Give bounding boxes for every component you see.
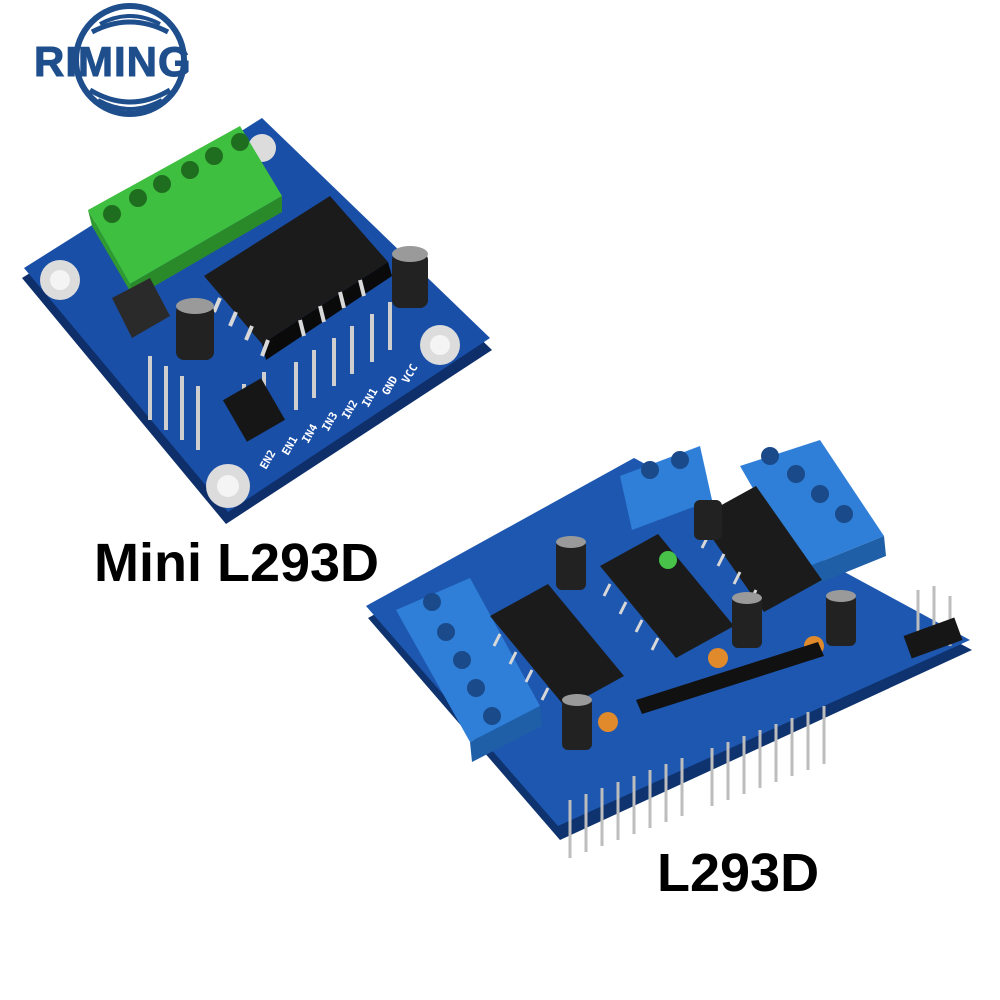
green-terminal-block	[88, 126, 282, 298]
l293d-caption: L293D	[657, 843, 820, 903]
mini-l293d-board: EN2 EN1 IN4 IN3 IN2 IN1 GND VCC	[22, 118, 492, 524]
logo-text: RIMING	[34, 38, 192, 86]
mini-header-pins	[148, 302, 392, 450]
l293d-shield-board	[366, 440, 972, 858]
riming-logo: RIMING	[30, 2, 230, 120]
l293d-chip	[204, 196, 392, 360]
shield-bottom-pins	[568, 586, 952, 858]
shield-chips	[490, 486, 822, 708]
capacitors	[176, 246, 428, 360]
logo-swirl-icon	[73, 3, 187, 117]
voltage-regulator	[112, 278, 170, 338]
mini-l293d-caption: Mini L293D	[94, 533, 380, 593]
power-led	[659, 551, 677, 569]
header-strip	[636, 642, 824, 714]
blue-terminal-blocks	[396, 440, 886, 762]
